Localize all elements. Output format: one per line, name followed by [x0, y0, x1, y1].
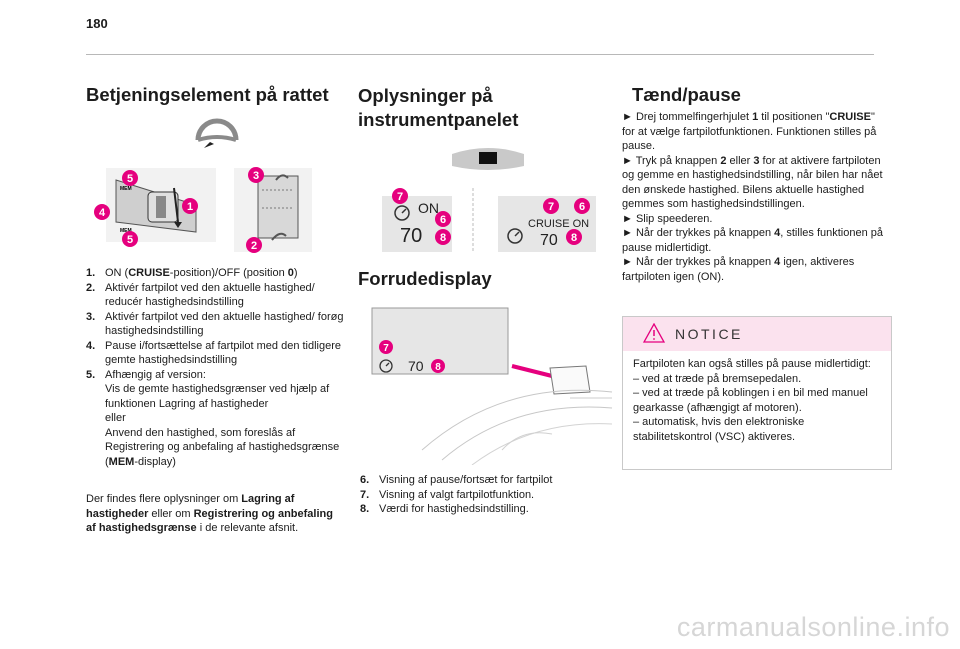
legend-item-8: 8.Værdi for hastighedsindstilling. — [360, 503, 529, 515]
svg-text:1: 1 — [187, 201, 193, 213]
legend-item-1: 1.ON (CRUISE-position)/OFF (position 0) — [86, 267, 298, 279]
svg-text:8: 8 — [571, 232, 577, 244]
notice-intro: Fartpiloten kan også stilles på pause mi… — [633, 358, 871, 370]
hud-speed: 70 — [408, 358, 424, 374]
notice-box: NOTICE Fartpiloten kan også stilles på p… — [622, 316, 892, 470]
section-heading-instrument-panel: Oplysninger på instrumentpanelet — [358, 85, 519, 130]
svg-text:7: 7 — [548, 201, 554, 213]
display-legend: 6.Visning af pause/fortsæt for fartpilot… — [360, 473, 610, 517]
display-left-status: ON — [418, 200, 439, 216]
notice-title: NOTICE — [675, 326, 743, 342]
svg-text:4: 4 — [99, 207, 106, 219]
page-number: 180 — [86, 16, 108, 31]
svg-text:5: 5 — [127, 234, 133, 246]
instrument-panel-figure: ON 70 CRUISE ON 70 7 6 8 7 6 8 — [382, 148, 596, 252]
callout-6-left: 6 — [435, 211, 451, 227]
instruction-1: ► Drej tommelfingerhjulet 1 til position… — [622, 111, 877, 152]
legend-item-2: 2.Aktivér fartpilot ved den aktuelle has… — [86, 281, 315, 309]
callout-3: 3 — [248, 167, 264, 183]
notice-header: NOTICE — [623, 317, 891, 351]
lever-label-mem-bottom: MEM — [120, 228, 132, 234]
callout-7-left: 7 — [392, 188, 408, 204]
callout-8-right: 8 — [566, 229, 582, 245]
instruction-2: ► Tryk på knappen 2 eller 3 for at aktiv… — [622, 154, 883, 211]
callout-5-bottom: 5 — [122, 231, 138, 247]
callout-1: 1 — [182, 198, 198, 214]
svg-text:6: 6 — [579, 201, 585, 213]
svg-text:7: 7 — [383, 343, 389, 354]
legend-item-4: 4.Pause i/fortsættelse af fartpilot med … — [86, 339, 342, 367]
display-right-status: CRUISE ON — [528, 218, 589, 230]
svg-text:8: 8 — [435, 362, 441, 373]
instrument-cluster-icon — [452, 148, 524, 170]
lever-label-mem-top: MEM — [120, 186, 132, 192]
dashboard-illustration — [421, 364, 613, 465]
legend-item-6: 6.Visning af pause/fortsæt for fartpilot — [360, 474, 553, 486]
section-heading-hud: Forrudedisplay — [358, 268, 492, 289]
instruction-5: ► Når der trykkes på knappen 4 igen, akt… — [622, 256, 855, 283]
warning-triangle-icon — [643, 323, 665, 343]
callout-4: 4 — [94, 204, 110, 220]
instruction-3: ► Slip speederen. — [622, 212, 713, 225]
legend-item-5: 5. Afhængig af version: Vis de gemte has… — [86, 368, 340, 468]
notice-bullet-2: – ved at træde på koblingen i en bil med… — [633, 387, 868, 414]
svg-text:6: 6 — [440, 214, 446, 226]
steering-wheel-icon — [195, 118, 239, 148]
control-legend: 1.ON (CRUISE-position)/OFF (position 0) … — [86, 266, 344, 469]
on-pause-instructions: ► Drej tommelfingerhjulet 1 til position… — [622, 110, 884, 284]
svg-text:3: 3 — [253, 170, 259, 182]
legend-item-3: 3.Aktivér fartpilot ved den aktuelle has… — [86, 310, 344, 338]
svg-text:7: 7 — [397, 191, 403, 203]
callout-7-hud: 7 — [379, 340, 393, 354]
callout-2: 2 — [246, 237, 262, 253]
display-left-speed: 70 — [400, 225, 422, 247]
speed-button-illustration — [234, 168, 312, 252]
notice-bullet-1: – ved at træde på bremsepedalen. — [633, 372, 802, 385]
display-right-speed: 70 — [540, 232, 558, 249]
section-heading-steering-controls: Betjeningselement på rattet — [86, 84, 329, 105]
notice-body: Fartpiloten kan også stilles på pause mi… — [633, 357, 883, 444]
svg-text:8: 8 — [440, 232, 446, 244]
watermark: carmanualsonline.info — [676, 612, 950, 642]
callout-7-right: 7 — [543, 198, 559, 214]
callout-8-left: 8 — [435, 229, 451, 245]
callout-6-right: 6 — [574, 198, 590, 214]
hud-figure: 70 7 8 — [371, 307, 613, 465]
more-info-paragraph: Der findes flere oplysninger om Lagring … — [86, 493, 333, 534]
header-divider — [86, 54, 874, 55]
section-heading-on-pause: Tænd/pause — [632, 84, 741, 105]
svg-text:5: 5 — [127, 173, 133, 185]
callout-8-hud: 8 — [431, 359, 445, 373]
callout-5-top: 5 — [122, 170, 138, 186]
instruction-4: ► Når der trykkes på knappen 4, stilles … — [622, 227, 883, 254]
svg-text:2: 2 — [251, 240, 257, 252]
legend-item-7: 7.Visning af valgt fartpilotfunktion. — [360, 488, 535, 501]
steering-control-figure: MEM MEM 5 4 5 1 3 2 — [94, 118, 312, 253]
notice-bullet-3: – automatisk, hvis den elektroniske stab… — [633, 416, 805, 443]
